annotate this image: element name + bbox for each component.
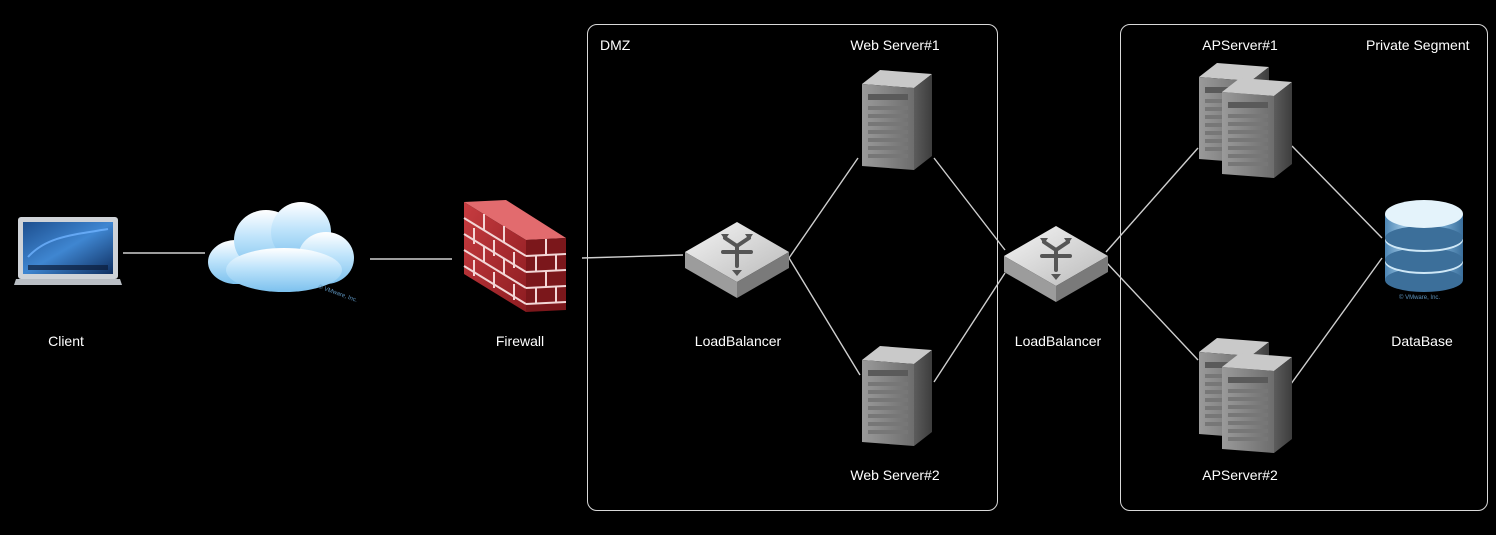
connections — [123, 145, 1383, 396]
server-icon — [862, 346, 932, 446]
connector-web1-lb — [933, 157, 1006, 251]
watermark-text: © VMware, Inc. — [317, 283, 358, 304]
connector-lb-web1 — [788, 157, 859, 259]
connector-firewall-lb — [581, 254, 684, 259]
firewall-icon — [463, 200, 567, 312]
database-label: DataBase — [1391, 333, 1453, 349]
database-icon: © VMware, Inc. — [1385, 200, 1463, 301]
server-cluster-icon — [1199, 338, 1292, 453]
connector-lb-web2 — [788, 257, 861, 376]
load-balancer-icon — [1002, 224, 1110, 304]
web-server-1-label: Web Server#1 — [850, 37, 940, 53]
dmz-zone-title: DMZ — [600, 37, 631, 53]
private-segment-zone-title: Private Segment — [1366, 37, 1470, 53]
server-icon — [862, 70, 932, 170]
connector-ap2-db — [1282, 257, 1383, 396]
web-server-2-label: Web Server#2 — [850, 467, 940, 483]
cloud-icon: © VMware, Inc. — [208, 202, 359, 304]
private-segment-zone — [1120, 24, 1488, 511]
connector-lb-ap2 — [1105, 261, 1199, 361]
ap-server-1-label: APServer#1 — [1202, 37, 1278, 53]
dmz-zone — [587, 24, 998, 511]
connector-lb-ap1 — [1105, 147, 1199, 253]
laptop-icon — [14, 217, 122, 285]
client-label: Client — [48, 333, 84, 349]
firewall-label: Firewall — [495, 333, 545, 349]
server-cluster-icon — [1199, 63, 1292, 178]
load-balancer-dmz-label: LoadBalancer — [694, 333, 782, 349]
ap-server-2-label: APServer#2 — [1202, 467, 1278, 483]
connector-ap1-db — [1291, 145, 1383, 239]
watermark-text: © VMware, Inc. — [1399, 294, 1440, 301]
connector-web2-lb — [933, 272, 1006, 383]
load-balancer-icon — [683, 220, 791, 300]
load-balancer-private-label: LoadBalancer — [1014, 333, 1102, 349]
